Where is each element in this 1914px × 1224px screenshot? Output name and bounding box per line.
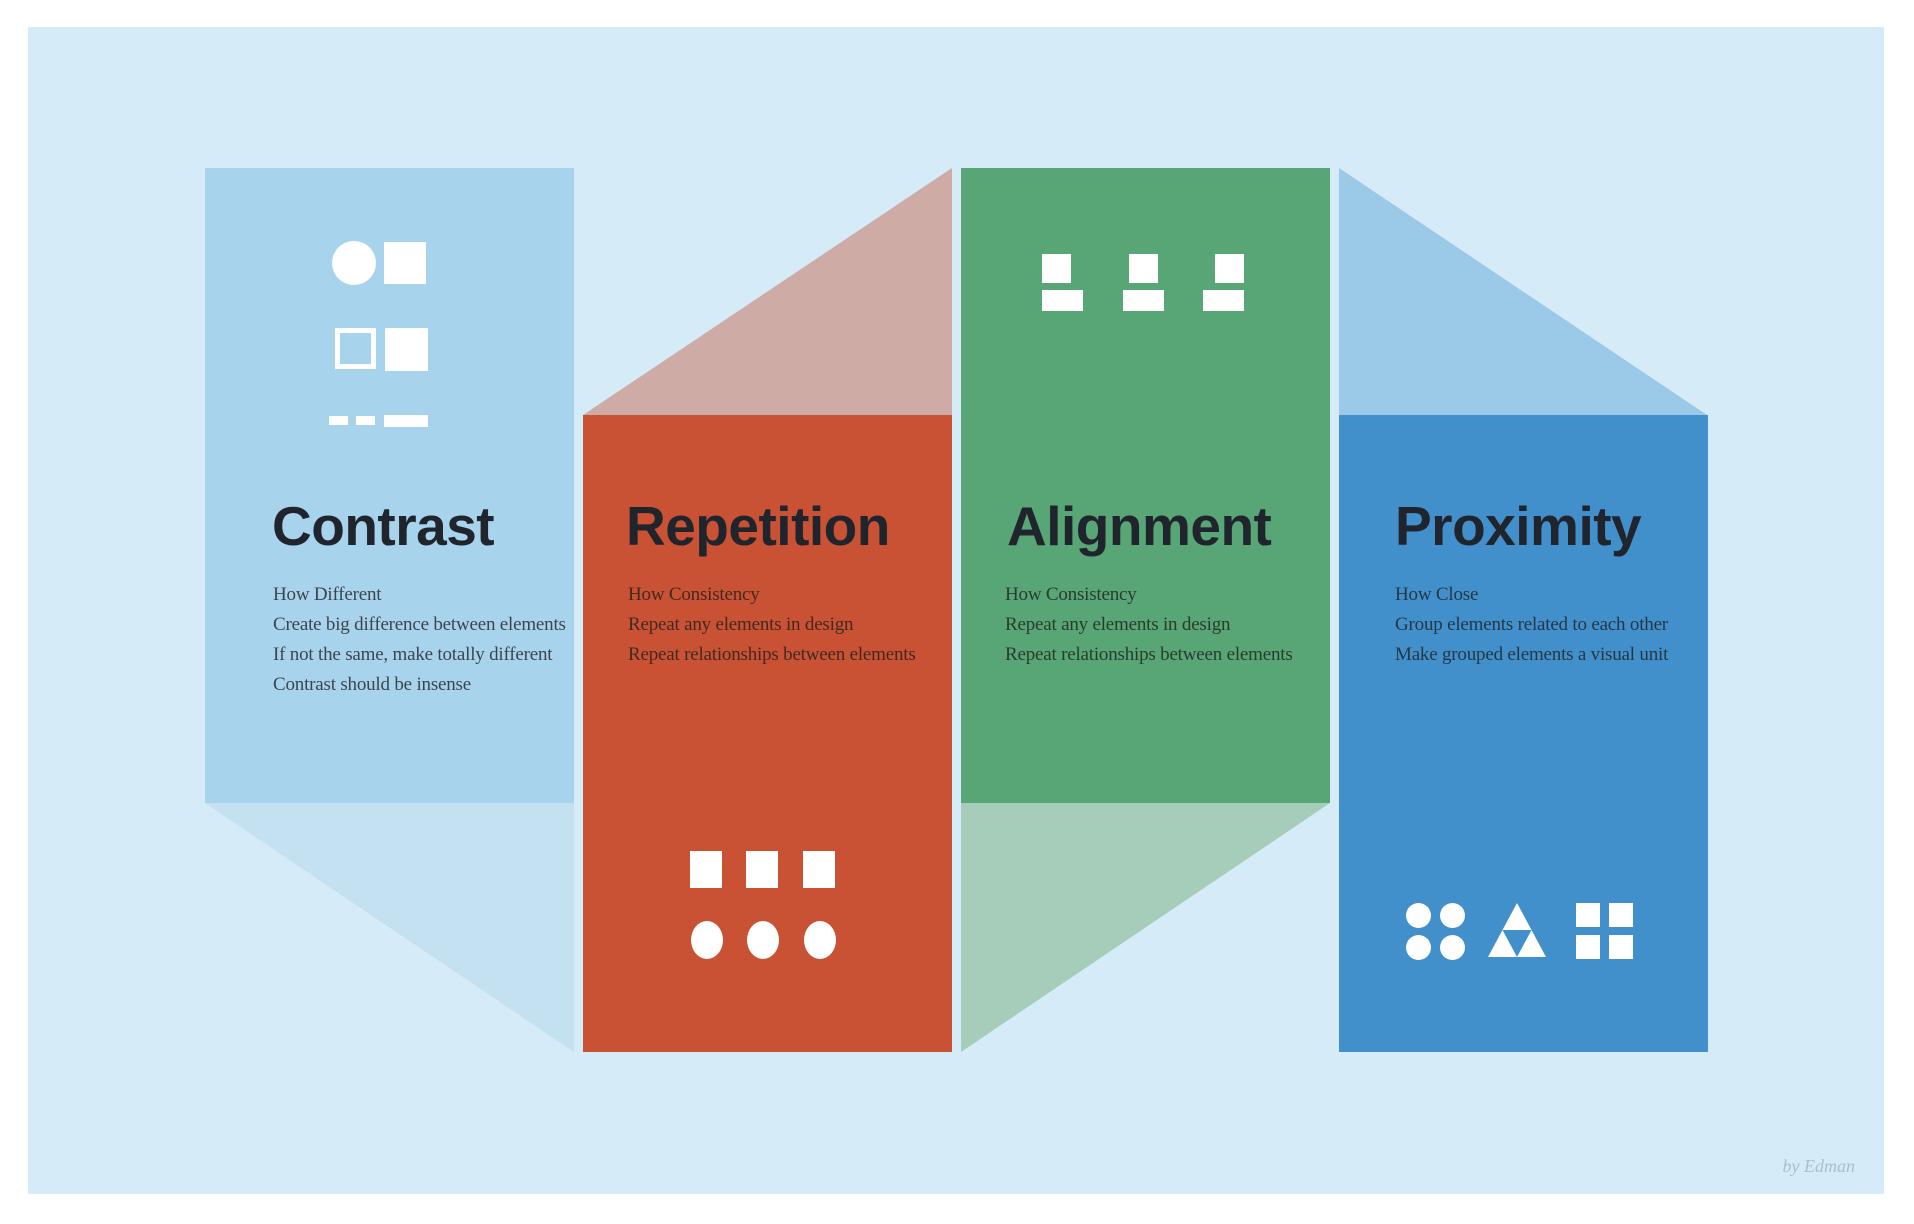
panel-description-line: Make grouped elements a visual unit — [1395, 644, 1669, 665]
square-icon — [1215, 254, 1244, 283]
square-grid-icon — [1576, 903, 1633, 959]
filled-circle-icon — [332, 241, 376, 285]
triangle-icon — [1502, 903, 1532, 930]
panel-description-line: Contrast should be insense — [273, 674, 471, 695]
square-icon — [1129, 254, 1158, 283]
panel-description-line: How Different — [273, 584, 382, 605]
panel-title: Alignment — [1007, 495, 1272, 557]
panel-title: Proximity — [1395, 495, 1642, 557]
panel-description: How Different Create big difference betw… — [273, 580, 566, 700]
panel-description-line: Group elements related to each other — [1395, 614, 1668, 635]
panel-description-line: Repeat any elements in design — [628, 614, 854, 635]
panel-title: Contrast — [272, 495, 495, 557]
filled-square-icon — [746, 851, 778, 888]
filled-circle-icon — [1406, 935, 1431, 960]
left-aligned-blocks-icon — [1042, 254, 1083, 311]
circle-grid-icon — [1406, 903, 1465, 960]
panel-title: Repetition — [626, 495, 890, 557]
triangle-icon — [1517, 930, 1546, 957]
dash-icon — [356, 416, 375, 425]
filled-circle-icon — [1440, 903, 1465, 928]
filled-square-icon — [1609, 903, 1633, 927]
dash-icon — [329, 416, 348, 425]
panel-description-line: How Consistency — [628, 584, 760, 605]
filled-square-icon — [384, 242, 426, 284]
author-credit: by Edman — [1782, 1156, 1855, 1176]
panel-alignment: Alignment How Consistency Repeat any ele… — [961, 168, 1330, 803]
panel-description: How Close Group elements related to each… — [1395, 580, 1668, 670]
panel-description-line: Repeat relationships between elements — [628, 644, 916, 665]
panel-description-line: Create big difference between elements — [273, 614, 566, 635]
panel-contrast: Contrast How Different Create big differ… — [205, 168, 574, 803]
panel-repetition: Repetition How Consistency Repeat any el… — [583, 415, 952, 1052]
bar-icon — [1203, 290, 1244, 311]
filled-circle-icon — [691, 921, 723, 959]
bar-icon — [1042, 290, 1083, 311]
filled-square-icon — [1609, 935, 1633, 959]
filled-circle-icon — [804, 921, 836, 959]
filled-circle-icon — [1440, 935, 1465, 960]
panel-description: How Consistency Repeat any elements in d… — [628, 580, 916, 670]
bar-icon — [1123, 290, 1164, 311]
triangle-icon — [1488, 930, 1517, 957]
right-aligned-blocks-icon — [1203, 254, 1244, 311]
square-icon — [1042, 254, 1071, 283]
outlined-square-icon — [335, 328, 376, 369]
filled-circle-icon — [1406, 903, 1431, 928]
proximity-fold-shape — [1339, 168, 1707, 415]
filled-square-icon — [803, 851, 835, 888]
triangle-cluster-icon — [1488, 903, 1546, 957]
filled-square-icon — [690, 851, 722, 888]
panel-description: How Consistency Repeat any elements in d… — [1005, 580, 1293, 670]
panel-proximity: Proximity How Close Group elements relat… — [1339, 415, 1708, 1052]
repetition-fold-shape — [583, 168, 952, 415]
contrast-fold-shape — [205, 803, 574, 1052]
filled-square-icon — [385, 328, 428, 371]
filled-circle-icon — [747, 921, 779, 959]
panel-description-line: How Consistency — [1005, 584, 1137, 605]
filled-square-icon — [1576, 903, 1600, 927]
panel-description-line: If not the same, make totally different — [273, 644, 553, 665]
wide-dash-icon — [384, 415, 428, 427]
panel-description-line: How Close — [1395, 584, 1479, 605]
filled-square-icon — [1576, 935, 1600, 959]
center-aligned-blocks-icon — [1123, 254, 1164, 311]
alignment-fold-shape — [961, 803, 1330, 1052]
panel-description-line: Repeat relationships between elements — [1005, 644, 1293, 665]
panel-description-line: Repeat any elements in design — [1005, 614, 1231, 635]
